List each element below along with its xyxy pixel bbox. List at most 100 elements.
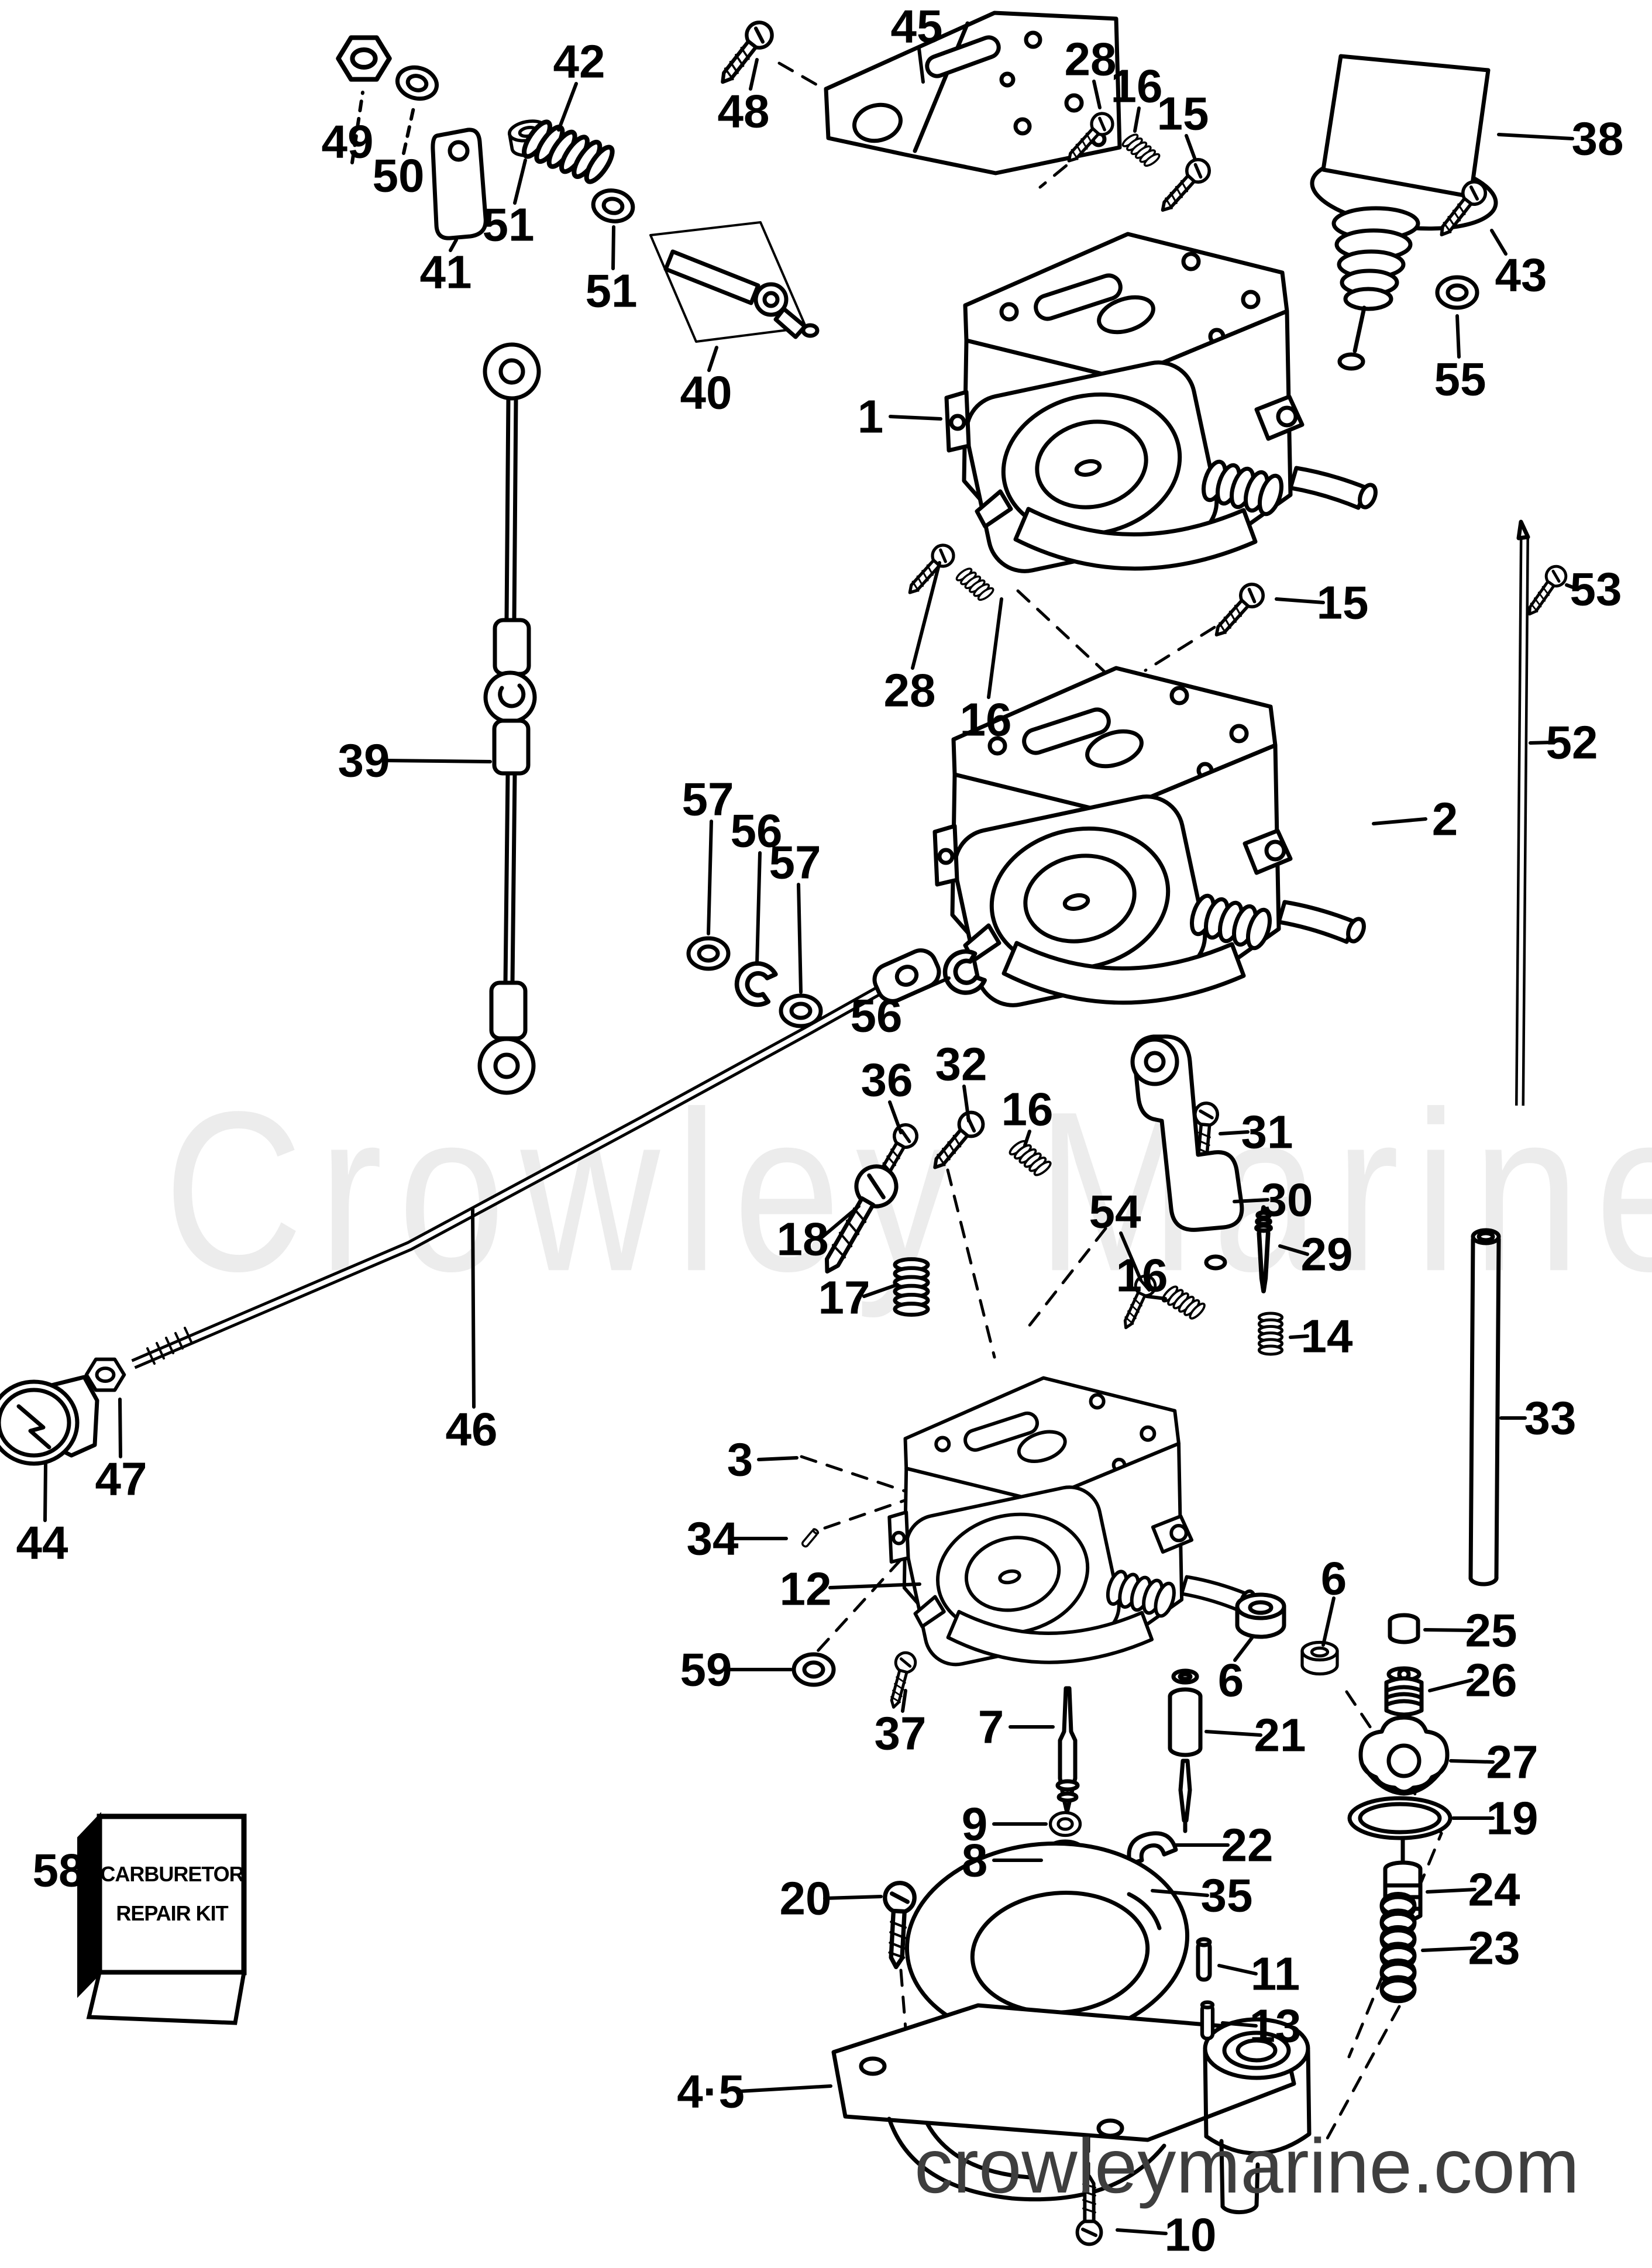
part-callout-21: 21 bbox=[1254, 1709, 1306, 1761]
callout-leader-40 bbox=[707, 346, 718, 372]
part-callout-15: 15 bbox=[1317, 577, 1369, 629]
part-callout-28: 28 bbox=[1065, 33, 1117, 85]
pin-11-illustration bbox=[1198, 1939, 1210, 1980]
part-callout-52: 52 bbox=[1546, 717, 1598, 769]
part-callout-27: 27 bbox=[1486, 1736, 1539, 1788]
part-callout-12: 12 bbox=[780, 1563, 832, 1615]
callout-leader-43 bbox=[1490, 229, 1508, 256]
part-callout-46: 46 bbox=[446, 1403, 498, 1455]
nut-47-illustration bbox=[87, 1360, 125, 1391]
website-text: crowleymarine.com bbox=[914, 2123, 1579, 2209]
part-callout-16: 16 bbox=[1111, 60, 1163, 112]
callout-leader-32 bbox=[962, 1085, 970, 1123]
callout-leader-13 bbox=[1221, 2021, 1258, 2028]
callout-leader-2 bbox=[1372, 817, 1427, 825]
callout-leader-45 bbox=[917, 47, 925, 84]
callout-leader-39 bbox=[383, 759, 492, 763]
callout-leader-35 bbox=[1151, 1889, 1209, 1897]
part-callout-43: 43 bbox=[1495, 249, 1547, 301]
callout-leader-10 bbox=[1116, 2228, 1168, 2235]
part-callout-16: 16 bbox=[960, 694, 1012, 746]
cam-follower-40-illustration bbox=[649, 221, 820, 343]
callout-leader-16 bbox=[1023, 1130, 1031, 1147]
part-callout-39: 39 bbox=[338, 735, 390, 787]
repair-kit-line2: REPAIR KIT bbox=[116, 1901, 228, 1925]
nut-49-illustration bbox=[338, 37, 389, 79]
part-callout-59: 59 bbox=[680, 1644, 732, 1696]
part-callout-20: 20 bbox=[780, 1873, 832, 1925]
part-callout-32: 32 bbox=[935, 1038, 987, 1090]
part-callout-57: 57 bbox=[682, 773, 734, 825]
part-callout-53: 53 bbox=[1570, 563, 1622, 615]
cap-25-illustration bbox=[1388, 1613, 1420, 1644]
oring-9-illustration bbox=[1051, 1813, 1080, 1836]
part-callout-41: 41 bbox=[420, 246, 472, 298]
part-callout-8: 8 bbox=[962, 1835, 988, 1887]
part-callout-24: 24 bbox=[1468, 1864, 1520, 1916]
part-callout-48: 48 bbox=[718, 85, 770, 137]
callout-leader-54 bbox=[1119, 1231, 1142, 1282]
part-callout-34: 34 bbox=[687, 1513, 739, 1565]
callout-leader-15 bbox=[1275, 597, 1325, 604]
callout-leader-56 bbox=[893, 976, 951, 1003]
callout-leader-51 bbox=[611, 225, 615, 270]
tube-33-illustration bbox=[1468, 1228, 1501, 1586]
rod-52-illustration bbox=[1515, 519, 1530, 1106]
choke-cover-38-illustration bbox=[1310, 54, 1498, 371]
callout-leader-48 bbox=[749, 58, 759, 91]
callout-leader-30 bbox=[1233, 1198, 1269, 1203]
part-callout-28: 28 bbox=[884, 665, 936, 717]
spring-17-illustration bbox=[895, 1259, 928, 1315]
callout-leader-37 bbox=[901, 1689, 907, 1713]
part-callout-11: 11 bbox=[1251, 1948, 1300, 2000]
callout-leader-6 bbox=[1233, 1636, 1254, 1662]
callout-leader-52 bbox=[1529, 741, 1555, 745]
callout-leader-26 bbox=[1428, 1678, 1474, 1692]
part-callout-16: 16 bbox=[1001, 1083, 1054, 1135]
callout-leader-12 bbox=[828, 1582, 921, 1589]
callout-leader-27 bbox=[1449, 1759, 1495, 1764]
spring-23-illustration bbox=[1382, 1895, 1414, 1999]
part-callout-47: 47 bbox=[95, 1453, 147, 1505]
callout-leader-36 bbox=[888, 1100, 903, 1134]
part-callout-26: 26 bbox=[1465, 1654, 1517, 1706]
callout-leader-15 bbox=[1185, 134, 1196, 160]
callout-leader-21 bbox=[1204, 1730, 1262, 1737]
repair-kit-line1: CARBURETOR bbox=[100, 1862, 244, 1886]
part-callout-56: 56 bbox=[731, 805, 783, 857]
washer-55-illustration bbox=[1437, 277, 1477, 308]
callout-leader-41 bbox=[449, 238, 458, 252]
part-callout-6: 6 bbox=[1218, 1654, 1244, 1706]
callout-leader-17 bbox=[862, 1283, 899, 1298]
clip-22-illustration bbox=[1127, 1831, 1178, 1866]
part-callout-6: 6 bbox=[1321, 1553, 1347, 1605]
part-callout-56: 56 bbox=[851, 990, 903, 1042]
bracket-45-illustration bbox=[824, 11, 1122, 175]
part-callout-36: 36 bbox=[861, 1054, 913, 1106]
part-callout-3: 3 bbox=[727, 1434, 753, 1486]
star-wheel-27-illustration bbox=[1358, 1715, 1450, 1796]
part-callout-38: 38 bbox=[1572, 113, 1624, 165]
part-callout-30: 30 bbox=[1261, 1174, 1313, 1226]
callout-leader-28 bbox=[1092, 80, 1102, 109]
float-bowl-illustration bbox=[831, 1841, 1312, 2215]
part-callout-19: 19 bbox=[1486, 1792, 1539, 1844]
callout-leader-16 bbox=[1145, 1295, 1167, 1300]
part-callout-17: 17 bbox=[818, 1272, 870, 1324]
part-callout-18: 18 bbox=[777, 1213, 829, 1265]
part-callout-42: 42 bbox=[553, 36, 605, 88]
part-callout-15: 15 bbox=[1157, 88, 1209, 140]
bracket-30-illustration bbox=[1130, 1034, 1244, 1271]
callout-leader-1 bbox=[889, 415, 942, 421]
part-callout-49: 49 bbox=[322, 116, 374, 168]
callout-leader-6 bbox=[1321, 1596, 1336, 1647]
callout-leader-16 bbox=[1133, 106, 1141, 133]
pin-13-illustration bbox=[1202, 2002, 1213, 2039]
plunger-26-illustration bbox=[1384, 1666, 1424, 1717]
part-callout-51: 51 bbox=[586, 265, 638, 317]
callout-leader-50 bbox=[402, 104, 416, 155]
main-jet-21-illustration bbox=[1168, 1668, 1203, 1833]
